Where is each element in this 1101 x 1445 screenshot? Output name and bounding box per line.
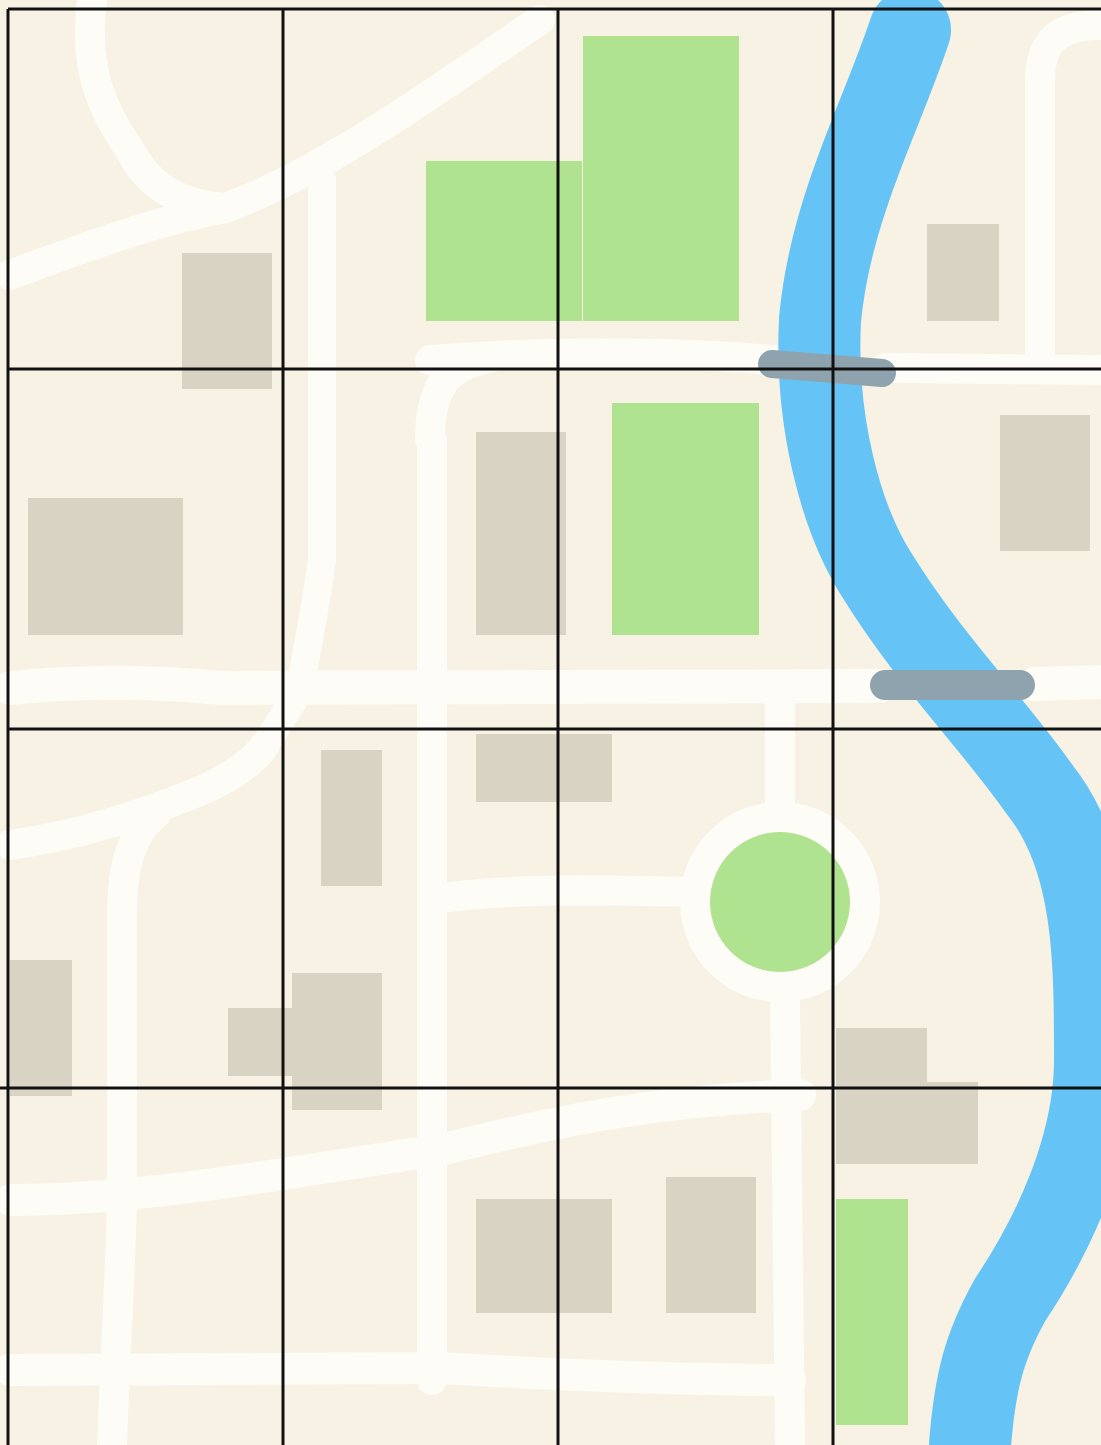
road-bottom [0, 1352, 806, 1396]
parks [426, 36, 908, 1425]
road-top-right-loop [1025, 10, 1101, 375]
buildings [10, 224, 1090, 1313]
road-east-west-middle [0, 665, 1101, 705]
road-roundabout-spur [425, 875, 705, 913]
building [927, 224, 999, 321]
building [1000, 415, 1090, 551]
roundabout-ring [680, 802, 880, 1002]
park-block [583, 36, 739, 321]
park-block [612, 403, 759, 635]
building [476, 734, 612, 802]
road-top-left-diagonal [0, 5, 555, 290]
river [778, 0, 1101, 1445]
building [182, 253, 272, 389]
building [10, 960, 72, 1096]
park-block [836, 1199, 908, 1425]
building [28, 498, 183, 635]
park-block [426, 161, 582, 321]
building [888, 1082, 978, 1164]
building [321, 750, 382, 886]
road-top-left-loop [74, 0, 240, 223]
roundabout-park [710, 832, 850, 972]
building [476, 1199, 612, 1313]
building [666, 1177, 756, 1313]
building [476, 432, 566, 635]
road-west-curve [0, 730, 280, 860]
road-lower-diagonal [0, 1079, 816, 1216]
grid-overlay [0, 7, 1101, 1445]
